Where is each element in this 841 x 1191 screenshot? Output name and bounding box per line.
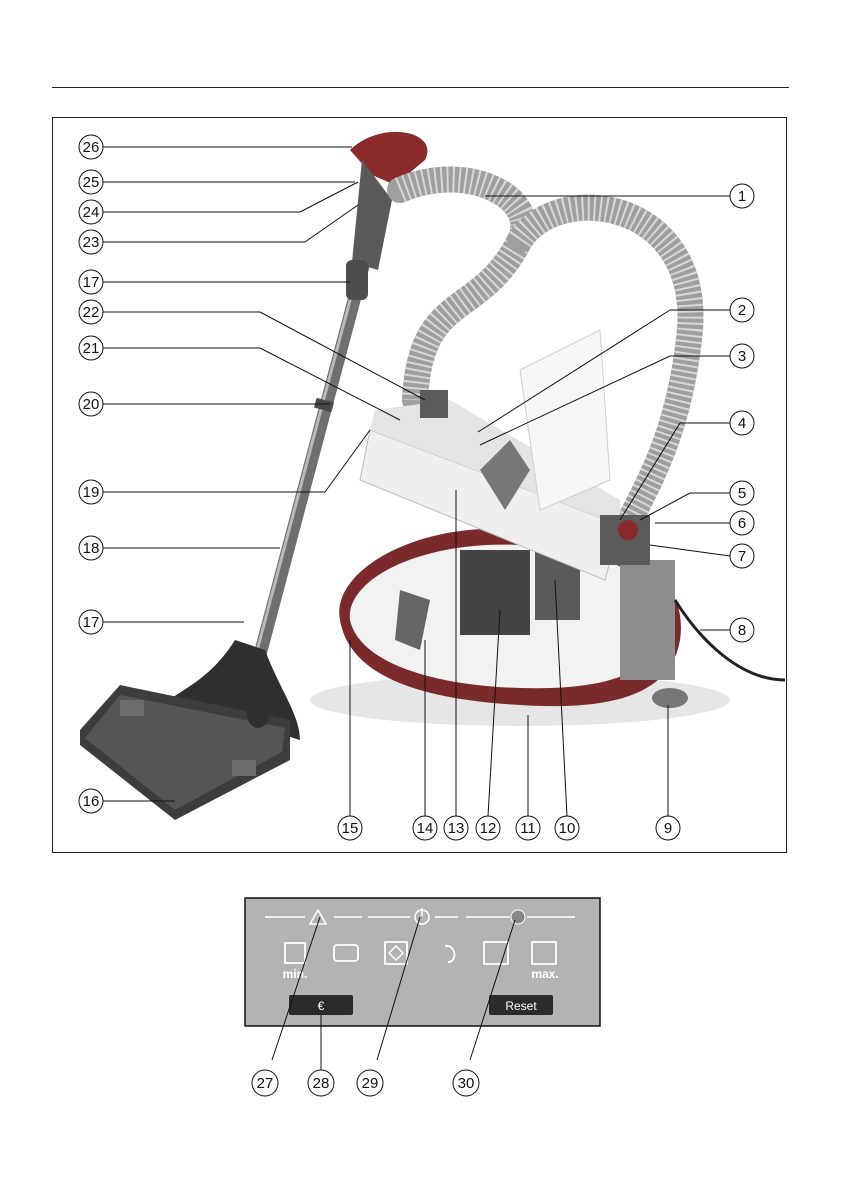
callout-4: 4 <box>738 415 746 432</box>
callout-27: 27 <box>257 1075 274 1092</box>
callout-16: 16 <box>83 793 100 810</box>
callout-18: 18 <box>83 540 100 557</box>
filter-icon <box>511 910 525 924</box>
callout-8: 8 <box>738 622 746 639</box>
callout-20: 20 <box>83 396 100 413</box>
callout-28: 28 <box>313 1075 330 1092</box>
callout-3: 3 <box>738 348 746 365</box>
control-panel: min. max. € Reset <box>245 898 600 1026</box>
callout-24: 24 <box>83 204 100 221</box>
callout-12: 12 <box>480 820 497 837</box>
callout-26: 26 <box>83 139 100 156</box>
callout-11: 11 <box>520 820 536 837</box>
callout-23: 23 <box>83 234 100 251</box>
callout-2: 2 <box>738 302 746 319</box>
callout-9: 9 <box>664 820 672 837</box>
callout-1: 1 <box>738 188 746 205</box>
callout-21: 21 <box>83 340 100 357</box>
callout-19: 19 <box>83 484 100 501</box>
callout-14: 14 <box>417 820 434 837</box>
callout-25: 25 <box>83 174 100 191</box>
callout-30: 30 <box>458 1075 475 1092</box>
reset-label: Reset <box>505 999 537 1013</box>
callout-17a: 17 <box>83 274 100 291</box>
callout-5: 5 <box>738 485 746 502</box>
callout-15: 15 <box>342 820 359 837</box>
callout-10: 10 <box>559 820 576 837</box>
callout-7: 7 <box>738 548 746 565</box>
eco-icon: € <box>318 999 325 1013</box>
callout-22: 22 <box>83 304 100 321</box>
min-label: min. <box>283 967 308 981</box>
max-label: max. <box>531 967 558 981</box>
callout-29: 29 <box>362 1075 379 1092</box>
callout-17b: 17 <box>83 614 100 631</box>
callout-6: 6 <box>738 515 746 532</box>
callout-13: 13 <box>448 820 465 837</box>
